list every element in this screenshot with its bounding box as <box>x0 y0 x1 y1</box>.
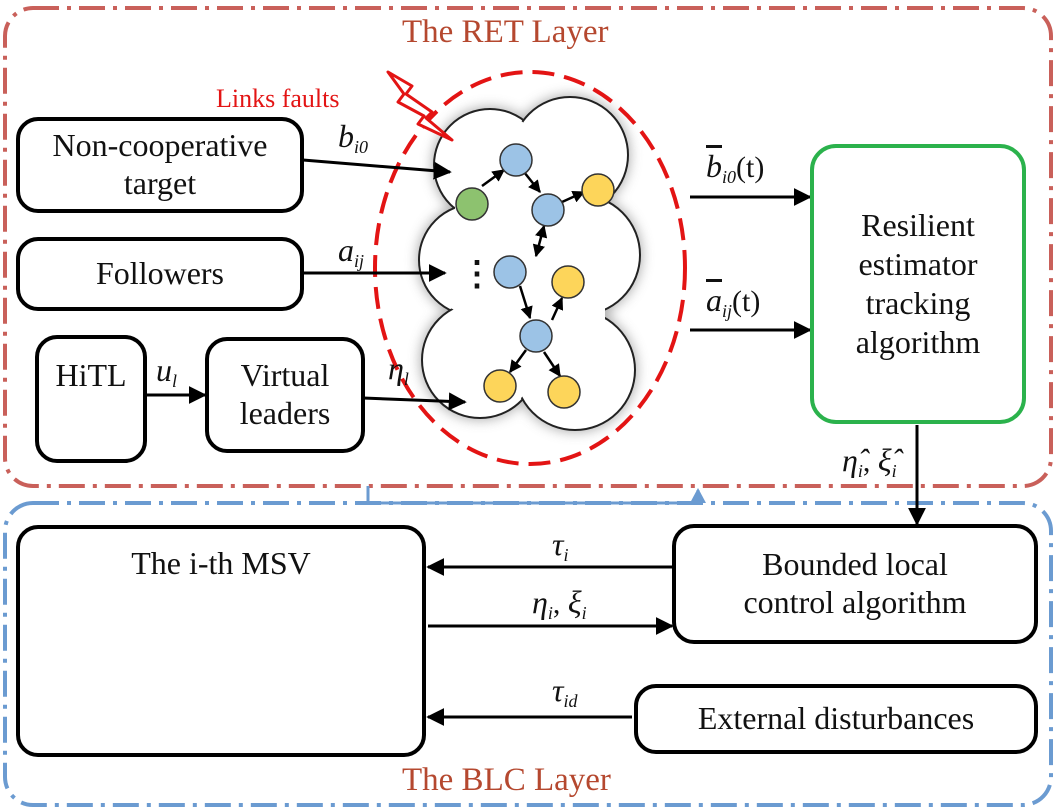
hitl-box: HiTL <box>35 335 147 463</box>
edge <box>532 224 548 258</box>
label-tau-i: τi <box>552 526 569 565</box>
layer-connector-arrow <box>690 488 706 503</box>
label-eta-xi-i: ηi, ξi <box>532 584 587 623</box>
more-nodes-dots: ⋮ <box>460 256 494 293</box>
edge <box>550 296 564 321</box>
local-control-box: Bounded local control algorithm <box>672 524 1038 644</box>
ret-layer-frame <box>3 6 1053 488</box>
msv-box: The i-th MSV <box>16 525 426 757</box>
disturbances-box: External disturbances <box>634 684 1038 754</box>
virtual-leaders-box: Virtual leaders <box>205 337 365 453</box>
lightning-icon <box>386 70 454 142</box>
ret-layer-title: The RET Layer <box>392 14 619 51</box>
arrow-target-to-network <box>302 158 452 180</box>
label-bbar-i0: bi0(t) <box>706 148 765 187</box>
network-cloud <box>417 95 642 432</box>
label-abar-ij: aij(t) <box>706 282 761 321</box>
msv-label: The i-th MSV <box>131 545 311 581</box>
estimator-box: Resilient estimator tracking algorithm <box>855 206 981 361</box>
arrow-leaders-to-network <box>362 392 467 411</box>
label-eta-l: ηl <box>388 350 409 389</box>
edge <box>518 285 533 320</box>
node-blue <box>493 255 527 289</box>
links-faults-label: Links faults <box>216 84 340 113</box>
node-yellow <box>547 375 581 409</box>
estimator-frame <box>810 144 1026 424</box>
followers-box: Followers <box>16 237 304 311</box>
node-blue <box>519 319 553 353</box>
edge <box>542 351 562 378</box>
label-u-l: ul <box>156 352 178 391</box>
node-green <box>455 187 489 221</box>
node-yellow <box>551 265 585 299</box>
blc-layer-title: The BLC Layer <box>392 762 621 799</box>
node-blue <box>499 143 533 177</box>
node-yellow <box>483 369 517 403</box>
hitl-label: HiTL <box>55 357 127 393</box>
edge <box>561 190 586 204</box>
node-blue <box>531 193 565 227</box>
label-estimates: η̂i, ξ̂i <box>842 442 897 481</box>
layer-connector <box>366 486 700 505</box>
edge <box>523 171 541 193</box>
node-yellow <box>581 173 615 207</box>
label-tau-id: τid <box>552 672 578 711</box>
edge <box>481 168 506 188</box>
label-a-ij: aij <box>338 232 365 271</box>
label-b-i0: bi0 <box>338 118 369 157</box>
edge <box>508 349 528 374</box>
target-box: Non-cooperative target <box>16 117 304 213</box>
fault-ellipse <box>373 70 687 466</box>
